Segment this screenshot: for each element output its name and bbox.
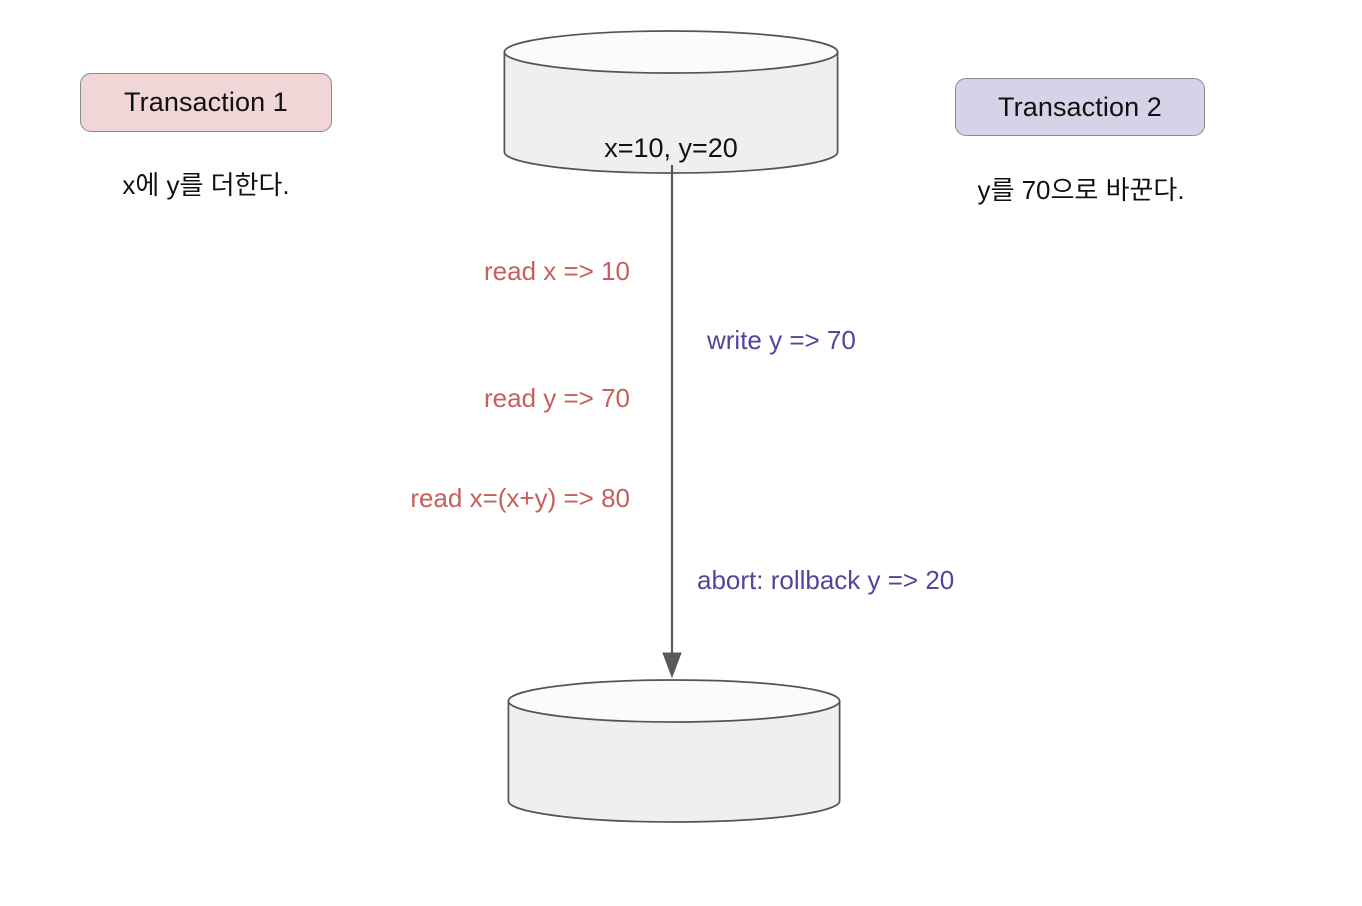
operation-label-read-x-sum: read x=(x+y) => 80 — [410, 483, 630, 513]
operation-label-read-x: read x => 10 — [484, 256, 630, 286]
transaction-1-description: x에 y를 더한다. — [122, 170, 290, 200]
transaction-2-box: Transaction 2 — [955, 78, 1205, 136]
operation-label-write-y: write y => 70 — [707, 325, 856, 355]
operation-label-read-y: read y => 70 — [484, 383, 630, 413]
transaction-2-description: y를 70으로 바꾼다. — [977, 175, 1185, 205]
transaction-1-label: Transaction 1 — [124, 87, 288, 117]
operation-label-abort-rollback: abort: rollback y => 20 — [697, 565, 955, 595]
transaction-1-box: Transaction 1 — [80, 73, 332, 132]
timeline-arrow — [650, 165, 696, 685]
database-cylinder-initial: x=10, y=20 — [503, 30, 839, 174]
database-cylinder-final: x=80, y=20 — [507, 679, 841, 823]
cylinder-shape-icon — [507, 679, 841, 823]
arrow-down-icon — [662, 165, 682, 679]
database-initial-value: x=10, y=20 — [604, 133, 738, 163]
cylinder-shape-icon — [503, 30, 839, 174]
transaction-2-label: Transaction 2 — [998, 91, 1162, 122]
